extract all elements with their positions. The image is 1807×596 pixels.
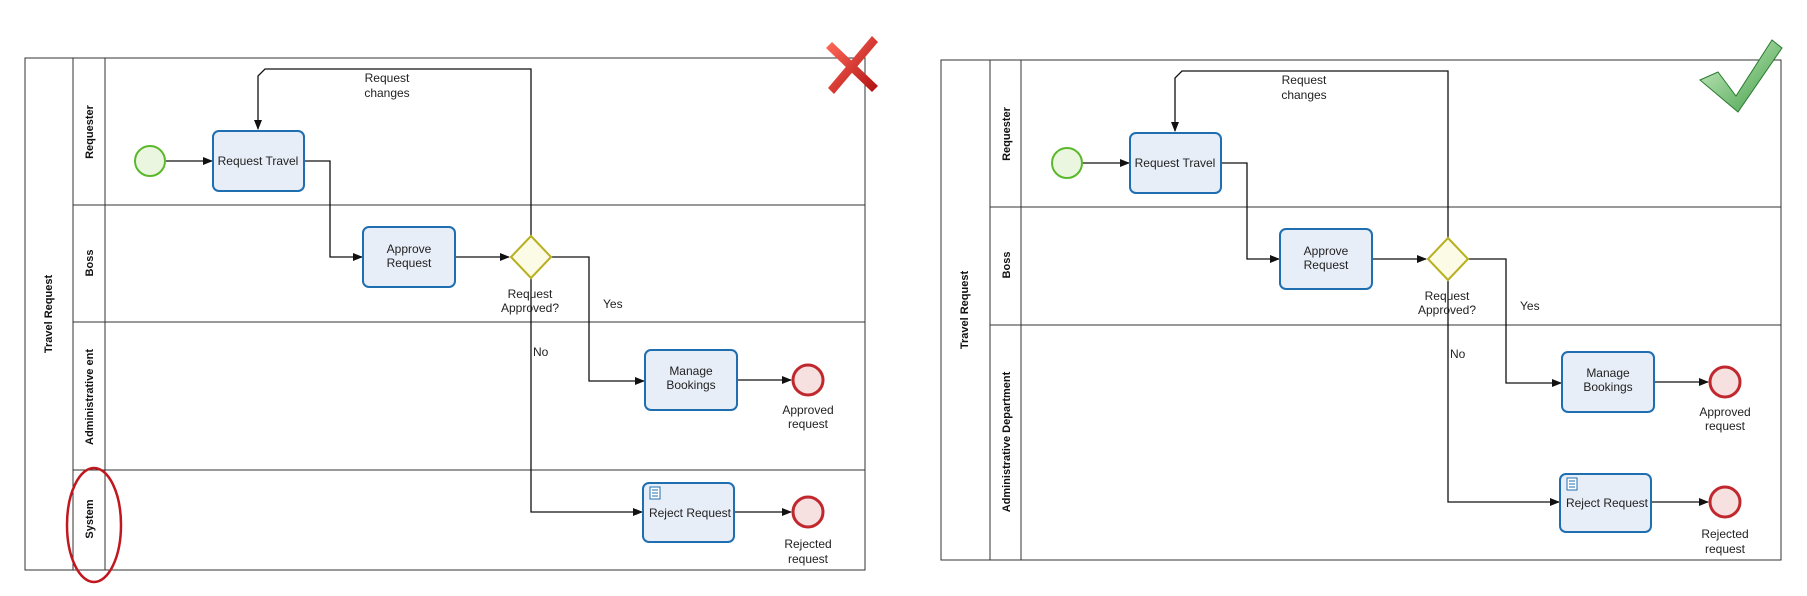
end-event-rejected bbox=[1708, 485, 1742, 519]
no-label: No bbox=[533, 345, 549, 359]
gateway-label-2: Approved? bbox=[1418, 303, 1476, 317]
start-event bbox=[1051, 147, 1083, 179]
flow-request-to-approve bbox=[1221, 162, 1280, 263]
flow-request-changes bbox=[254, 68, 532, 236]
pool-border bbox=[940, 59, 1782, 561]
request-changes-label-1: Request bbox=[365, 71, 410, 85]
yes-label: Yes bbox=[1520, 299, 1540, 313]
bpmn-diagram-wrong: Travel Request Requester Boss Administra… bbox=[24, 36, 878, 584]
task-request-travel-label: Request Travel bbox=[218, 154, 299, 168]
pool-label: Travel Request bbox=[959, 271, 971, 350]
task-approve-request bbox=[362, 226, 456, 288]
end-approved-label-2: request bbox=[1705, 419, 1746, 433]
task-request-travel bbox=[1129, 132, 1222, 194]
end-approved-label-1: Approved bbox=[782, 403, 833, 417]
gateway-request-approved bbox=[1426, 236, 1470, 282]
lane-label-administrative-department: Administrative Department bbox=[1001, 371, 1013, 512]
cross-icon bbox=[826, 36, 878, 94]
task-manage-label-2: Bookings bbox=[1583, 380, 1632, 394]
task-approve-label-2: Request bbox=[387, 256, 432, 270]
gateway-label-2: Approved? bbox=[501, 301, 559, 315]
start-event bbox=[134, 145, 166, 177]
task-request-travel-label: Request Travel bbox=[1135, 156, 1216, 170]
end-event-approved bbox=[791, 363, 825, 397]
no-label: No bbox=[1450, 347, 1466, 361]
end-rejected-label-2: request bbox=[1705, 542, 1746, 556]
end-rejected-label-2: request bbox=[788, 552, 829, 566]
lane-label-boss: Boss bbox=[1001, 252, 1013, 279]
task-request-travel bbox=[212, 130, 305, 192]
end-event-approved bbox=[1708, 365, 1742, 399]
checkmark-icon bbox=[1699, 39, 1783, 113]
end-approved-label-1: Approved bbox=[1699, 405, 1750, 419]
pool-label: Travel Request bbox=[43, 275, 55, 354]
gateway-label-1: Request bbox=[508, 287, 553, 301]
lane-label-administrative: Administrative ent bbox=[84, 349, 96, 445]
script-icon bbox=[1566, 477, 1578, 491]
task-manage-label-1: Manage bbox=[1586, 366, 1630, 380]
task-manage-bookings bbox=[1561, 351, 1655, 413]
highlight-oval bbox=[65, 466, 123, 584]
gateway-request-approved bbox=[509, 234, 553, 280]
script-icon bbox=[649, 486, 661, 500]
flow-yes bbox=[551, 256, 645, 385]
task-manage-label-1: Manage bbox=[669, 364, 713, 378]
task-manage-label-2: Bookings bbox=[666, 378, 715, 392]
task-approve-label-2: Request bbox=[1304, 258, 1349, 272]
flow-yes bbox=[1468, 258, 1562, 387]
end-rejected-label-1: Rejected bbox=[784, 537, 831, 551]
request-changes-label-1: Request bbox=[1282, 73, 1327, 87]
task-reject-label: Reject Request bbox=[1566, 496, 1649, 510]
end-rejected-label-1: Rejected bbox=[1701, 527, 1748, 541]
request-changes-label-2: changes bbox=[1281, 88, 1326, 102]
task-manage-bookings bbox=[644, 349, 738, 411]
lane-label-requester: Requester bbox=[1001, 106, 1013, 161]
lane-label-boss: Boss bbox=[84, 250, 96, 277]
task-approve-label-1: Approve bbox=[1304, 244, 1349, 258]
flow-no bbox=[1447, 280, 1560, 506]
bpmn-diagram-correct: Travel Request Requester Boss Administra… bbox=[940, 39, 1783, 561]
task-approve-label-1: Approve bbox=[387, 242, 432, 256]
end-event-rejected bbox=[791, 495, 825, 529]
task-reject-request bbox=[642, 482, 735, 543]
task-reject-label: Reject Request bbox=[649, 506, 732, 520]
gateway-label-1: Request bbox=[1425, 289, 1470, 303]
end-approved-label-2: request bbox=[788, 417, 829, 431]
task-approve-request bbox=[1279, 228, 1373, 290]
lane-label-requester: Requester bbox=[84, 104, 96, 159]
lane-label-system: System bbox=[84, 499, 96, 538]
yes-label: Yes bbox=[603, 297, 623, 311]
pool-border bbox=[24, 57, 866, 571]
flow-no bbox=[530, 278, 643, 516]
request-changes-label-2: changes bbox=[364, 86, 409, 100]
flow-request-to-approve bbox=[304, 160, 363, 261]
flow-request-changes bbox=[1171, 70, 1449, 238]
task-reject-request bbox=[1559, 473, 1652, 533]
